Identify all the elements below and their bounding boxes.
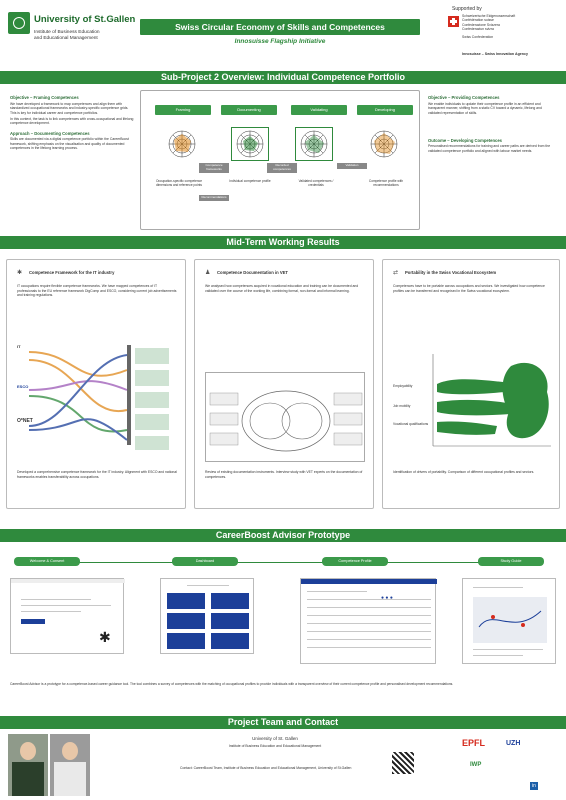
university-logo (8, 12, 30, 34)
qr-code (392, 752, 414, 774)
university-name: University of St.Gallen (34, 14, 136, 25)
title-bar: Swiss Circular Economy of Skills and Com… (140, 19, 420, 35)
col3-diagram: Employability Job mobility Vocational qu… (393, 346, 553, 458)
team-area: University of St. Gallen Institute of Bu… (0, 730, 566, 800)
start-button (21, 619, 45, 624)
arrow-label: Competence frameworks (199, 163, 229, 173)
step-framing: Framing (155, 105, 211, 115)
objective-text-2: In this context, the task is to link com… (10, 116, 134, 126)
partner-logo-uzh: UZH (506, 740, 521, 747)
partner-logo-iwp: IWP (470, 762, 482, 768)
col3-title: Portability in the Swiss Vocational Ecos… (405, 270, 497, 275)
map-thumbnail (473, 597, 547, 643)
subproject-right-col: Objective – Providing Competences We ena… (428, 95, 556, 155)
screen-profile: ● ● ● (300, 578, 437, 664)
arrow-label: Validation (337, 163, 367, 169)
agency-name: Innosuisse – Swiss Innovation Agency (462, 52, 528, 56)
step-validating: Validating (291, 105, 347, 115)
col2-bullets: Review of existing documentation instrum… (205, 470, 363, 479)
institute-line2: and Educational Management (34, 36, 98, 41)
spider-web-icon (167, 129, 197, 159)
linkedin-icon: in (530, 782, 538, 790)
col2-diagram (205, 372, 365, 462)
objective-title: Objective – Framing Competences (10, 95, 79, 100)
header: University of St.Gallen Institute of Bus… (0, 0, 566, 66)
gear-icon: ✱ (17, 270, 23, 276)
col3-label: Vocational qualifications (393, 422, 429, 426)
partner-logo-epfl: EPFL (462, 738, 486, 748)
objective2-title: Objective – Providing Competences (428, 95, 500, 100)
step-developing: Developing (357, 105, 413, 115)
midterm-col3: ⇄ Portability in the Swiss Vocational Ec… (382, 259, 560, 509)
col1-bullets: Developed a comprehensive competence fra… (17, 470, 177, 479)
col1-title: Competence Framework for the IT industry (29, 270, 115, 275)
col1-text: IT occupations require flexible competen… (17, 284, 177, 298)
col1-label-esco: ESCO (17, 384, 29, 389)
spider-web-icon (369, 129, 399, 159)
profile-box (231, 127, 269, 161)
screen-welcome: ✱ (10, 578, 125, 654)
col1-label-it: IT (17, 344, 21, 349)
outcome-text: Personalised recommendations for trainin… (428, 144, 551, 154)
approach-title: Approach – Documenting Competences (10, 130, 90, 136)
validation-box (295, 127, 333, 161)
midterm-col1: ✱ Competence Framework for the IT indust… (6, 259, 186, 509)
objective2-text: We enable individuals to update their co… (428, 101, 542, 115)
step-caption: Occupation-specific competence dimension… (155, 179, 203, 187)
affiliation-text: Institute of Business Education and Educ… (228, 744, 322, 748)
col2-text: We analysed how competences acquired in … (205, 284, 359, 293)
check-icon: ● ● ● (381, 595, 393, 601)
arrow-label: Recorded competences (267, 163, 297, 173)
arrows-icon: ⇄ (393, 270, 399, 276)
cb-step-profile: Competence Profile (322, 557, 388, 566)
asterisk-icon: ✱ (99, 629, 111, 645)
step-caption: Individual competence profile (229, 179, 271, 183)
midterm-col2: ♟ Competence Documentation in VET We ana… (194, 259, 374, 509)
careerboost-area: Welcome & Consent Dashboard Competence P… (0, 544, 566, 710)
cb-step-welcome: Welcome & Consent (14, 557, 80, 566)
outcome-title: Outcome – Developing Competences (428, 137, 502, 143)
swiss-conf-block: Schweizerische Eidgenossenschaft Confédé… (462, 14, 516, 39)
screen-study-guide (462, 578, 556, 664)
poster-title: Swiss Circular Economy of Skills and Com… (175, 22, 385, 32)
col3-bullets: Identification of drivers of portability… (393, 470, 535, 474)
col3-label: Job mobility (393, 404, 411, 408)
spider-web-icon (299, 129, 329, 159)
col1-label-onet: O*NET (17, 418, 33, 424)
midterm-area: ✱ Competence Framework for the IT indust… (0, 251, 566, 517)
affiliation-title: University of St. Gallen (252, 736, 298, 741)
swiss-flag-icon (448, 16, 459, 27)
contact-text: Contact: CareerBoost Team, Institute of … (180, 766, 352, 770)
supported-by-label: Supported by (452, 6, 482, 12)
subproject-area: Objective – Framing Competences We have … (0, 86, 566, 234)
careerboost-footnote: CareerBoost Advisor is a prototype for a… (10, 682, 454, 686)
team-photo (50, 734, 90, 796)
step-documenting: Documenting (221, 105, 277, 115)
col3-text: Competences have to be portable across o… (393, 284, 545, 293)
subproject-left-col: Objective – Framing Competences We have … (10, 95, 134, 152)
objective-text: We have developed a framework to map com… (10, 101, 129, 115)
section-team: Project Team and Contact (0, 716, 566, 729)
section-careerboost: CareerBoost Advisor Prototype (0, 529, 566, 542)
section-midterm: Mid-Term Working Results (0, 236, 566, 249)
col2-title: Competence Documentation in VET (217, 270, 288, 275)
institute-line1: Institute of Business Education (34, 30, 100, 35)
approach-text: Skills are documented via a digital comp… (10, 137, 129, 151)
screen-dashboard (160, 578, 254, 654)
col3-label: Employability (393, 384, 413, 388)
step-caption: Validated competences / credentials (298, 179, 334, 187)
cb-step-study-guide: Study Guide (478, 557, 544, 566)
process-diagram: Framing Documenting Validating Developin… (140, 90, 420, 230)
team-photo (8, 734, 48, 796)
section-subproject: Sub-Project 2 Overview: Individual Compe… (0, 71, 566, 84)
arrow-label: Recommendations (199, 195, 229, 201)
person-icon: ♟ (205, 270, 211, 276)
step-caption: Competence profile with recommendations (368, 179, 404, 187)
cb-step-dashboard: Dashboard (172, 557, 238, 566)
poster-subtitle: Innosuisse Flagship Initiative (234, 38, 326, 45)
col1-diagram: IT ESCO O*NET (17, 330, 177, 460)
flow-line (30, 562, 530, 563)
spider-web-icon (235, 129, 265, 159)
